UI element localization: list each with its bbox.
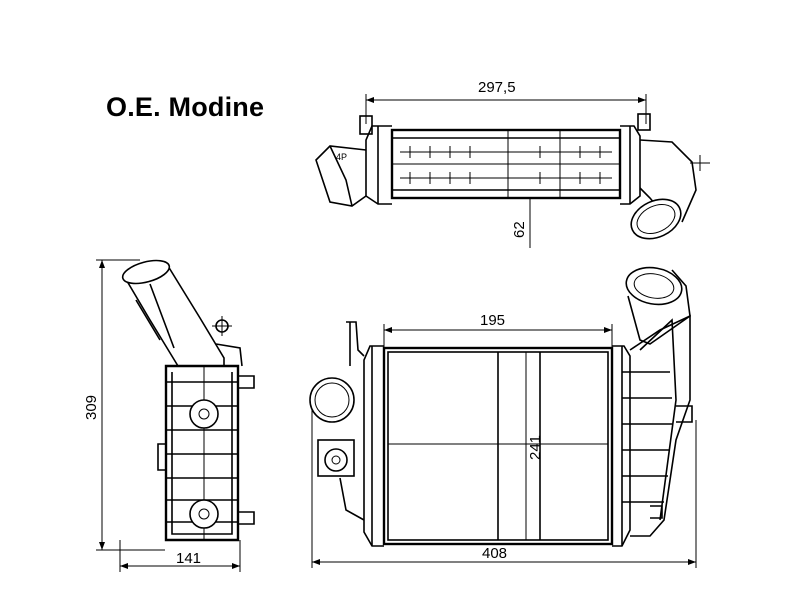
dim-side-height: 309 (83, 395, 100, 420)
dim-top-length: 297,5 (478, 79, 516, 96)
dim-top-depth: 62 (511, 221, 528, 238)
dim-front-height: 241 (527, 435, 544, 460)
side-view: 309 141 (83, 259, 255, 572)
svg-text:4P: 4P (336, 152, 347, 162)
front-view: 195 408 241 (309, 266, 697, 568)
dim-side-width: 141 (176, 550, 201, 567)
top-view: 297,5 4P (315, 79, 710, 248)
dim-overall-width: 408 (482, 545, 507, 562)
page-title: O.E. Modine (106, 92, 265, 122)
dim-front-width: 195 (480, 312, 505, 329)
